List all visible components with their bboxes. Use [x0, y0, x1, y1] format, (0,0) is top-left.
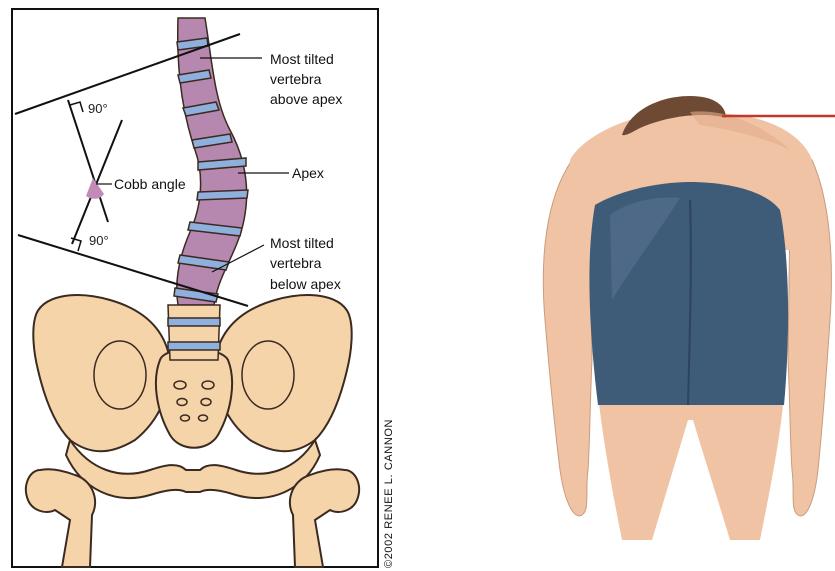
forward-bend-figure: [543, 96, 835, 540]
label-most-tilted-below-3: below apex: [270, 276, 341, 292]
legs: [598, 395, 784, 540]
label-apex: Apex: [292, 165, 324, 181]
copyright-credit: ©2002 RENEE L. CANNON: [383, 419, 395, 568]
label-most-tilted-below-1: Most tilted: [270, 235, 334, 251]
label-most-tilted-above-2: vertebra: [270, 71, 322, 87]
label-angle-bottom: 90°: [89, 233, 109, 248]
label-most-tilted-below-2: vertebra: [270, 255, 322, 271]
label-most-tilted-above-1: Most tilted: [270, 51, 334, 67]
label-most-tilted-above-3: above apex: [270, 91, 342, 107]
label-cobb-angle: Cobb angle: [114, 176, 186, 192]
cobb-diagram-panel: Most tilted vertebra above apex Apex Cob…: [12, 9, 395, 568]
label-angle-top: 90°: [88, 101, 108, 116]
